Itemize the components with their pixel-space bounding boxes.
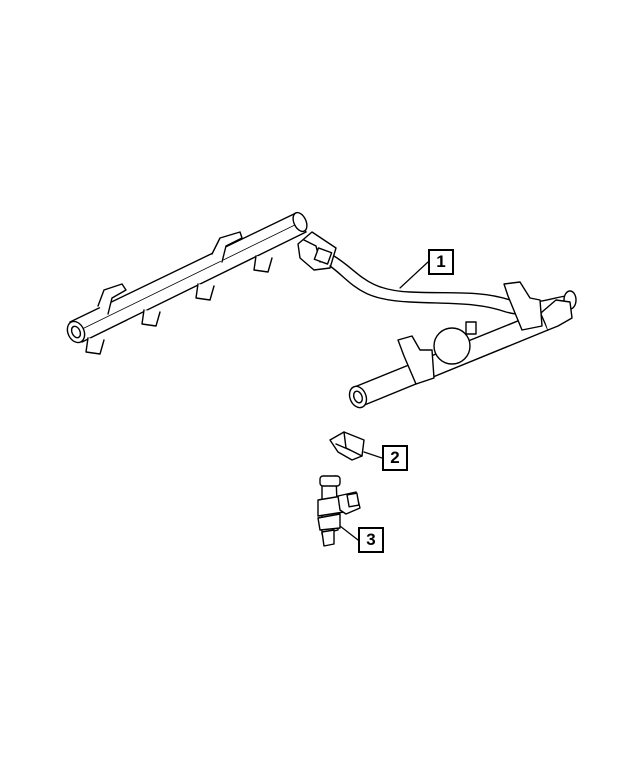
leader-line-1 <box>399 261 429 289</box>
leader-line-2 <box>363 451 383 459</box>
fuel-injector <box>317 475 361 547</box>
injector-clip <box>329 431 365 461</box>
quick-connect-fitting <box>297 231 337 271</box>
leader-lines <box>339 261 429 541</box>
callout-2: 2 <box>382 445 408 471</box>
callout-3: 3 <box>358 527 384 553</box>
leader-line-3 <box>339 525 359 541</box>
callout-1: 1 <box>428 249 454 275</box>
right-fuel-rail <box>348 281 573 409</box>
left-fuel-rail <box>66 211 308 355</box>
